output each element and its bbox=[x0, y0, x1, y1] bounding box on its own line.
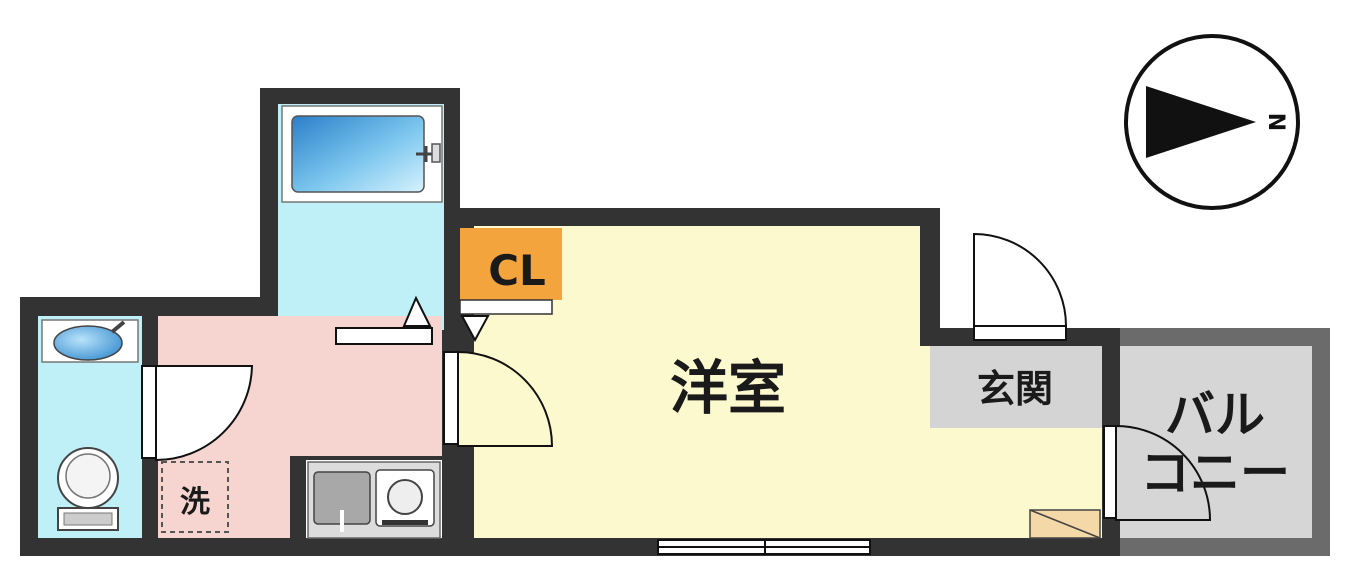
front-door-swing bbox=[973, 232, 1068, 327]
faucet-icon bbox=[416, 146, 434, 162]
doors bbox=[141, 232, 1212, 555]
bathroom-door bbox=[335, 327, 433, 345]
north-arrow-icon bbox=[1146, 86, 1256, 158]
toilet-door-swing bbox=[155, 365, 254, 462]
balcony-label-line1: バル bbox=[1165, 386, 1265, 444]
room-door-swing bbox=[457, 350, 554, 447]
toilet-seat bbox=[65, 453, 111, 499]
window-bottom-sash bbox=[658, 540, 870, 554]
toilet-tank-lid bbox=[63, 512, 113, 526]
bathtub bbox=[281, 105, 443, 203]
compass: N bbox=[1124, 34, 1300, 210]
washbasin bbox=[41, 319, 139, 363]
closet-box bbox=[460, 228, 562, 300]
washbasin-bowl bbox=[53, 325, 123, 361]
entrance-label: 玄関 bbox=[977, 367, 1053, 411]
balcony-door-leaf bbox=[1103, 425, 1117, 519]
entrance-floor bbox=[930, 346, 1102, 428]
closet-door bbox=[459, 299, 553, 315]
kitchen-counter bbox=[307, 461, 441, 539]
bathroom-door-arrow-icon bbox=[402, 295, 432, 327]
balcony-label-line2: コニー bbox=[1140, 444, 1290, 502]
western-room-label: 洋室 bbox=[670, 354, 786, 422]
balcony-door-swing bbox=[1115, 424, 1212, 521]
toilet-icon bbox=[57, 447, 119, 531]
meter-box-diagonal bbox=[1029, 509, 1101, 539]
washer-space bbox=[161, 461, 229, 533]
closet-label: CL bbox=[488, 246, 546, 295]
closet-door-arrow-icon bbox=[460, 315, 490, 343]
front-door-leaf bbox=[973, 325, 1067, 341]
stove-control bbox=[382, 520, 428, 525]
stove-burner-icon bbox=[387, 479, 423, 515]
washer-label: 洗 bbox=[180, 485, 210, 520]
room-door-leaf bbox=[443, 351, 459, 445]
faucet-knob-icon bbox=[431, 143, 441, 163]
toilet-door-leaf bbox=[141, 365, 157, 459]
washbasin-faucet-icon bbox=[110, 320, 126, 334]
bathtub-basin bbox=[291, 115, 425, 193]
meter-box bbox=[1029, 509, 1101, 539]
north-label: N bbox=[1263, 113, 1288, 131]
